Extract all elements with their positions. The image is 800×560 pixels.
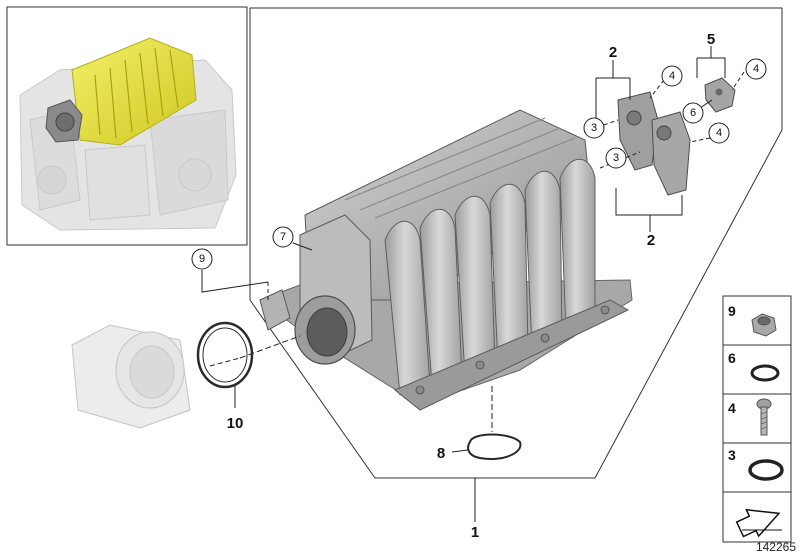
manifold-runners: [384, 158, 596, 396]
manifold-highlight: [71, 37, 197, 146]
label-2-top: 2: [609, 44, 617, 61]
label-2-bottom: 2: [647, 232, 655, 249]
svg-text:6: 6: [728, 350, 736, 366]
o-ring-icon: [750, 364, 780, 382]
callout-4b: 4: [708, 122, 730, 144]
svg-text:4: 4: [716, 127, 722, 139]
parts-legend: 9 6 4: [722, 295, 792, 543]
svg-text:7: 7: [280, 231, 286, 243]
svg-text:3: 3: [591, 122, 597, 134]
callout-3b: 3: [605, 147, 627, 169]
callout-3a: 3: [583, 117, 605, 139]
callout-4a: 4: [661, 65, 683, 87]
legend-item-nut: 9: [728, 303, 777, 337]
actuator-upper: [617, 91, 659, 171]
gasket-flange: [467, 433, 522, 460]
svg-text:3: 3: [728, 447, 736, 463]
inset-throttle: [45, 99, 83, 143]
svg-text:9: 9: [199, 253, 205, 265]
assembly-frame: [249, 7, 783, 479]
svg-text:4: 4: [753, 63, 759, 75]
nut-icon: [751, 313, 777, 337]
svg-text:4: 4: [669, 70, 675, 82]
engine-overview-inset: [6, 6, 248, 246]
legend-item-seal-ring: 3: [728, 447, 784, 481]
callout-7: 7: [272, 226, 294, 248]
screw-icon: [756, 398, 772, 436]
svg-text:9: 9: [728, 303, 736, 319]
throttle-body-ghost: [71, 324, 191, 429]
actuator-lower: [651, 111, 691, 196]
label-1: 1: [471, 524, 479, 541]
sensor: [704, 77, 736, 113]
label-5: 5: [707, 31, 715, 48]
svg-text:4: 4: [728, 400, 736, 416]
legend-item-o-ring: 6: [728, 350, 780, 382]
callout-4c: 4: [745, 58, 767, 80]
direction-arrow-icon: [733, 502, 786, 538]
legend-item-screw: 4: [728, 398, 772, 436]
svg-text:6: 6: [690, 107, 696, 119]
callout-6: 6: [682, 102, 704, 124]
seal-ring-icon: [748, 459, 784, 481]
gasket-throttle: [196, 321, 254, 389]
callout-9: 9: [191, 248, 213, 270]
label-8: 8: [437, 445, 445, 462]
svg-text:3: 3: [613, 152, 619, 164]
document-number: 142265: [755, 540, 796, 554]
intake-manifold: [258, 109, 633, 411]
label-10: 10: [227, 415, 244, 432]
